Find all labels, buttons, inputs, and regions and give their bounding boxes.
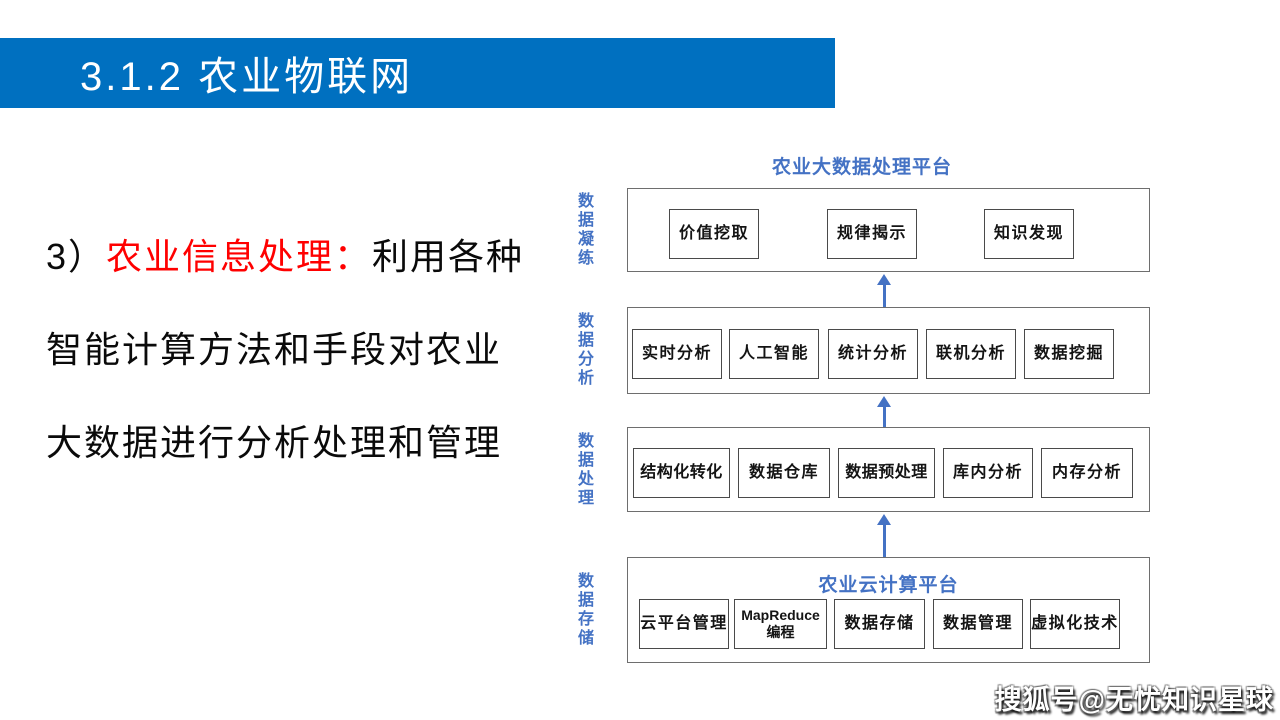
up-arrow-icon — [877, 274, 891, 307]
box-data-warehouse: 数据仓库 — [738, 448, 830, 498]
box-artificial-intelligence: 人工智能 — [729, 329, 819, 379]
layer-data-condense: 价值挖取 规律揭示 知识发现 — [627, 188, 1150, 272]
box-statistical-analysis: 统计分析 — [828, 329, 918, 379]
arrow-stem — [882, 285, 886, 307]
box-data-management: 数据管理 — [933, 599, 1023, 649]
box-realtime-analysis: 实时分析 — [632, 329, 722, 379]
box-knowledge-discovery: 知识发现 — [984, 209, 1074, 259]
box-value-mining: 价值挖取 — [669, 209, 759, 259]
arrow-stem — [882, 407, 886, 427]
body-text-line-1: 3）农业信息处理：利用各种 — [46, 210, 566, 303]
body-text-block: 3）农业信息处理：利用各种 智能计算方法和手段对农业 大数据进行分析处理和管理 — [46, 210, 566, 489]
layer-label-data-storage: 数据存储 — [577, 573, 594, 647]
box-mapreduce-programming: MapReduce编程 — [734, 599, 827, 649]
box-virtualization-tech: 虚拟化技术 — [1030, 599, 1120, 649]
slide-title: 3.1.2 农业物联网 — [80, 55, 414, 99]
layer-data-analysis: 实时分析 人工智能 统计分析 联机分析 数据挖掘 — [627, 307, 1150, 394]
cloud-platform-title: 农业云计算平台 — [818, 575, 959, 596]
box-in-memory-analysis: 内存分析 — [1041, 448, 1133, 498]
box-in-database-analysis: 库内分析 — [943, 448, 1033, 498]
layer-data-processing: 结构化转化 数据仓库 数据预处理 库内分析 内存分析 — [627, 427, 1150, 512]
arrow-head — [877, 396, 891, 407]
box-data-mining: 数据挖掘 — [1024, 329, 1114, 379]
body-text-line-3: 大数据进行分析处理和管理 — [46, 422, 503, 463]
box-cloud-platform-management: 云平台管理 — [639, 599, 729, 649]
box-online-analysis: 联机分析 — [926, 329, 1016, 379]
watermark-text: 搜狐号@无忧知识星球 — [994, 685, 1274, 715]
layer-label-data-analysis: 数据分析 — [577, 313, 594, 387]
up-arrow-icon — [877, 514, 891, 557]
diagram-title: 农业大数据处理平台 — [771, 157, 952, 178]
box-structured-conversion: 结构化转化 — [633, 448, 730, 498]
body-text-line-2: 智能计算方法和手段对农业 — [46, 329, 503, 370]
line1-prefix: 3） — [46, 236, 107, 277]
layer-label-data-processing: 数据处理 — [577, 433, 594, 507]
box-law-revealing: 规律揭示 — [827, 209, 917, 259]
arrow-stem — [882, 525, 886, 557]
layer-label-data-condense: 数据凝练 — [577, 193, 594, 267]
box-data-preprocessing: 数据预处理 — [838, 448, 935, 498]
arrow-head — [877, 274, 891, 285]
box-data-storage: 数据存储 — [834, 599, 925, 649]
arrow-head — [877, 514, 891, 525]
up-arrow-icon — [877, 396, 891, 427]
layer-data-storage: 农业云计算平台 云平台管理 MapReduce编程 数据存储 数据管理 虚拟化技… — [627, 557, 1150, 663]
line1-highlight: 农业信息处理： — [106, 236, 373, 277]
line1-rest: 利用各种 — [372, 236, 525, 277]
slide-header-bar: 3.1.2 农业物联网 — [0, 38, 835, 108]
